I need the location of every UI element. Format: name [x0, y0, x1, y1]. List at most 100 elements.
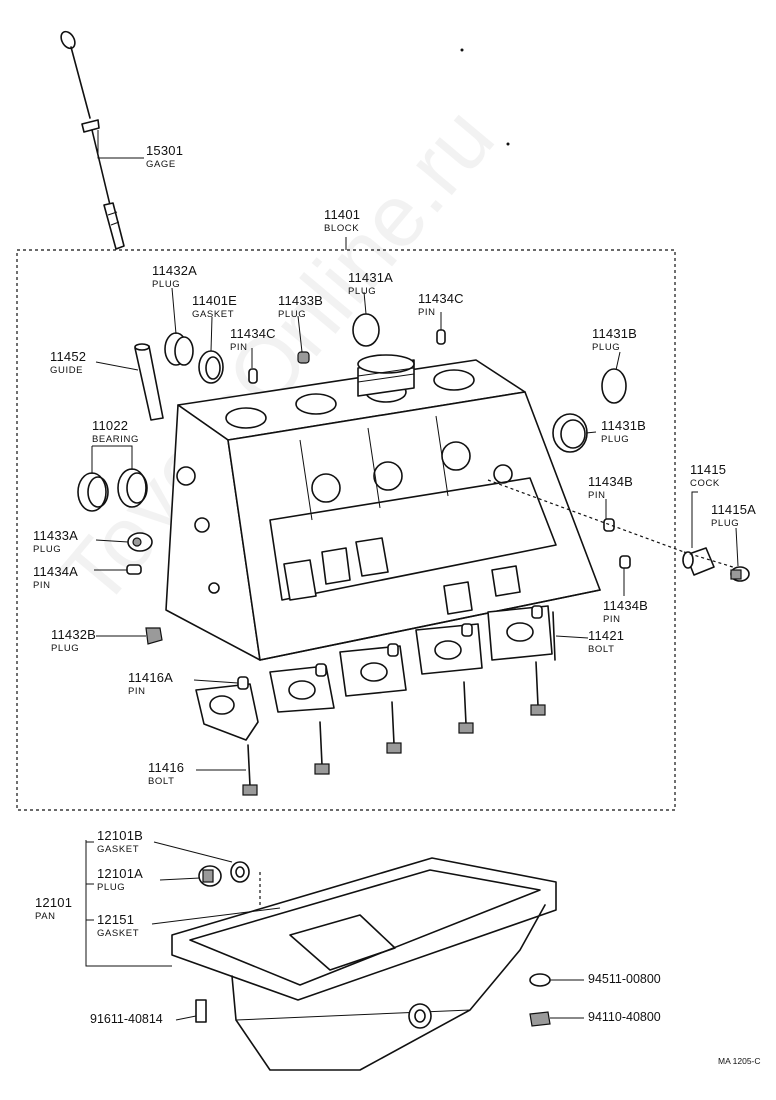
part-number: 12101: [35, 895, 73, 910]
main-bearing-bolts: [242, 611, 556, 796]
part-number: 11416A: [128, 670, 174, 685]
part-name: PLUG: [152, 279, 181, 290]
pin-11416A: [237, 676, 249, 690]
plug-11431B-top: [601, 368, 627, 404]
diagram-reference-code: MA 1205-C: [718, 1056, 761, 1066]
part-number: 11401: [324, 207, 361, 222]
label-11431A: 11431A PLUG: [348, 270, 393, 297]
part-name: BLOCK: [324, 223, 360, 234]
part-name: BOLT: [588, 644, 615, 655]
part-name: PIN: [33, 580, 51, 591]
part-number: 11401E: [192, 293, 238, 308]
label-91611-40814: 91611-40814: [90, 1012, 163, 1026]
part-number: 11433B: [278, 293, 324, 308]
part-name: GASKET: [97, 928, 140, 939]
label-11434C-left: 11434C PIN: [230, 326, 276, 353]
part-number: 11415: [690, 462, 727, 477]
cock-11415: [682, 547, 715, 576]
part-number: 12151: [97, 912, 135, 927]
part-name: BEARING: [92, 434, 139, 445]
label-11416A: 11416A PIN: [128, 670, 173, 697]
part-name: BOLT: [148, 776, 175, 787]
label-11452: 11452 GUIDE: [50, 349, 86, 376]
part-name: PLUG: [601, 434, 630, 445]
part-number: 12101B: [97, 828, 144, 843]
label-11433A: 11433A PLUG: [33, 528, 78, 555]
part-number: 11434B: [603, 598, 649, 613]
part-number: 11431B: [592, 326, 638, 341]
plug-11415A: [730, 566, 750, 582]
label-11401: 11401 BLOCK: [324, 207, 360, 234]
part-number: 11432B: [51, 627, 97, 642]
plug-11431B-side: [552, 413, 588, 453]
part-name: PIN: [603, 614, 621, 625]
part-number: 11022: [92, 418, 129, 433]
plug-11433B: [297, 351, 310, 364]
bearing-cap-1: [195, 683, 259, 741]
label-11434B-lower: 11434B PIN: [603, 598, 648, 625]
guide-tube: [134, 343, 164, 421]
part-name: PAN: [35, 911, 56, 922]
label-11416: 11416 BOLT: [148, 760, 184, 787]
bearing-cap-2: [269, 665, 335, 713]
label-11434C-right: 11434C PIN: [418, 291, 464, 318]
part-number: 11415A: [711, 502, 757, 517]
bearing-11022: [77, 468, 148, 512]
label-11415A: 11415A PLUG: [711, 502, 756, 529]
bearing-cap-3: [339, 645, 407, 697]
pin-11434C-right: [436, 329, 446, 345]
part-name: GASKET: [192, 309, 235, 320]
label-11434A: 11434A PIN: [33, 564, 78, 591]
part-number: 11421: [588, 628, 625, 643]
part-number: 11431B: [601, 418, 647, 433]
oil-pan: [171, 857, 557, 1071]
part-number: 11416: [148, 760, 185, 775]
part-name: PLUG: [51, 643, 80, 654]
pin-11434C-left: [248, 368, 258, 384]
part-name: PLUG: [97, 882, 126, 893]
oil-gauge-dipstick: [60, 30, 125, 250]
part-name: GASKET: [97, 844, 140, 855]
part-number: 11431A: [348, 270, 394, 285]
label-12101: 12101 PAN: [35, 895, 72, 922]
part-name: PIN: [230, 342, 248, 353]
pin-11434B-upper: [603, 518, 615, 532]
part-number: 11433A: [33, 528, 79, 543]
plug-11432B: [145, 627, 163, 645]
label-11431B-side: 11431B PLUG: [601, 418, 646, 445]
part-name: PLUG: [348, 286, 377, 297]
part-name: PLUG: [711, 518, 740, 529]
pan-drain-plug-12101A: [198, 865, 222, 887]
label-12101B: 12101B GASKET: [97, 828, 143, 855]
part-name: PLUG: [278, 309, 307, 320]
label-11434B-upper: 11434B PIN: [588, 474, 633, 501]
part-name: PIN: [588, 490, 606, 501]
gasket-11401E: [198, 350, 224, 384]
label-94110-40800: 94110-40800: [588, 1010, 661, 1024]
plug-11433A: [127, 532, 153, 552]
part-name: PIN: [418, 307, 436, 318]
part-number: 11434C: [230, 326, 276, 341]
part-name: PIN: [128, 686, 146, 697]
part-name: COCK: [690, 478, 720, 489]
part-name: PLUG: [33, 544, 62, 555]
leader-lines: [85, 130, 739, 1021]
part-number: 11434C: [418, 291, 464, 306]
pin-11434B-lower: [619, 555, 631, 569]
part-name: GAGE: [146, 159, 176, 170]
part-number: 11452: [50, 349, 87, 364]
stud-91611: [195, 999, 207, 1023]
label-11433B: 11433B PLUG: [278, 293, 323, 320]
part-name: GUIDE: [50, 365, 84, 376]
cylinder-block: [165, 354, 601, 661]
part-number: 11434A: [33, 564, 79, 579]
label-11432B: 11432B PLUG: [51, 627, 96, 654]
label-11401E: 11401E GASKET: [192, 293, 237, 320]
label-11415: 11415 COCK: [690, 462, 726, 489]
plug-11432A: [164, 332, 194, 366]
label-94511-00800: 94511-00800: [588, 972, 661, 986]
nut-94110: [529, 1011, 551, 1027]
part-number: 12101A: [97, 866, 144, 881]
part-number: 11432A: [152, 263, 198, 278]
